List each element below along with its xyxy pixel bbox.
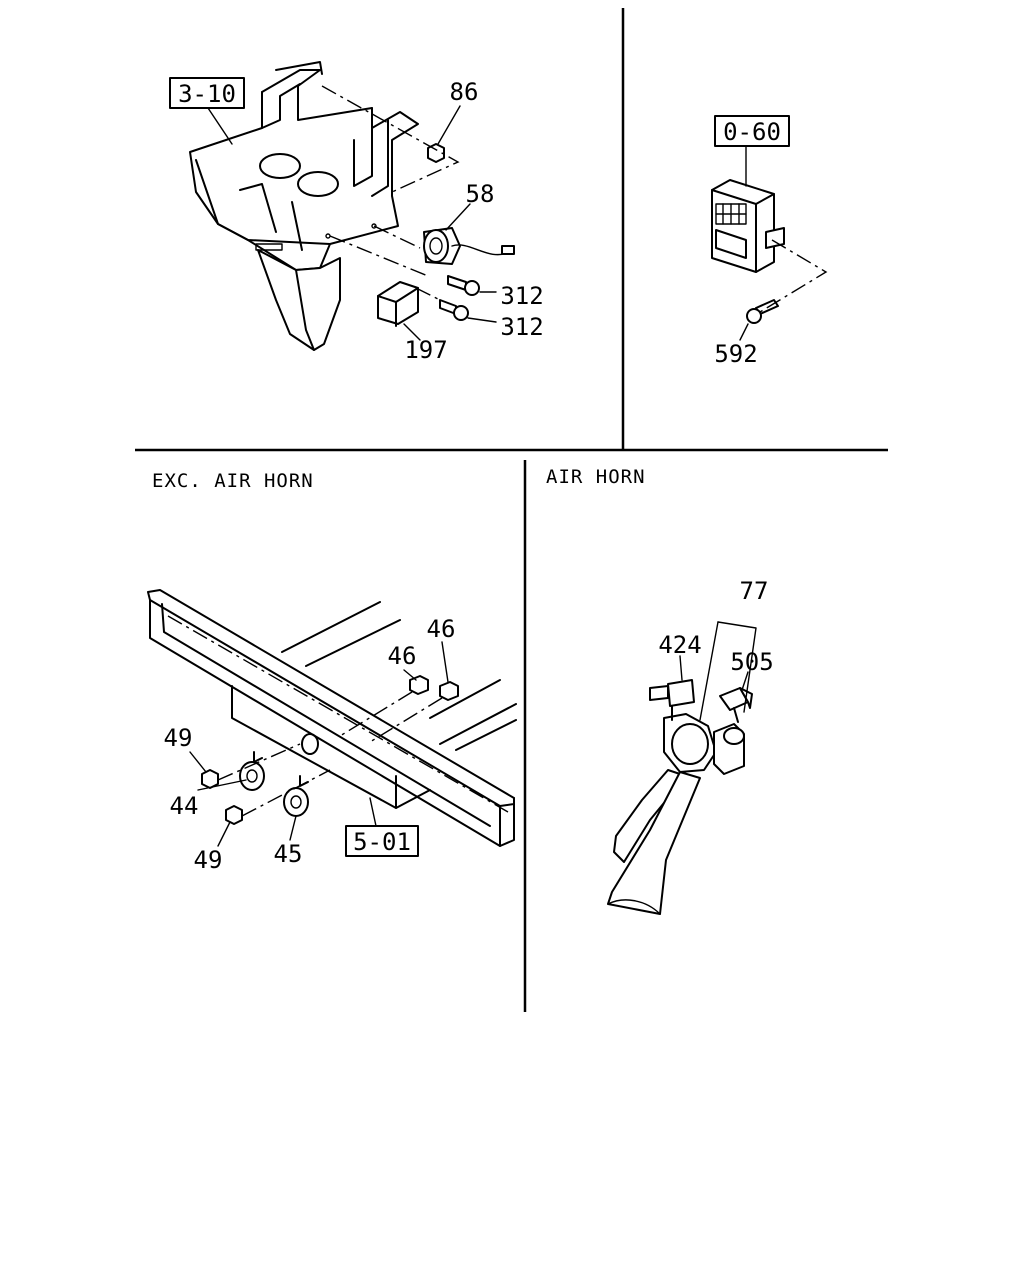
dash-line-0-60 <box>759 239 828 313</box>
relay-197-drawing <box>377 281 419 327</box>
ref-box-0-60 <box>714 115 790 147</box>
ref-box-3-10 <box>169 77 245 109</box>
part-label-77: 77 <box>740 577 769 605</box>
ref-label-5-01: 5-01 <box>353 828 411 856</box>
ref-label-3-10: 3-10 <box>178 80 236 108</box>
part-label-44: 44 <box>170 792 199 820</box>
part-label-86: 86 <box>450 78 479 106</box>
part-label-49-lower: 49 <box>194 846 223 874</box>
dash-line-rail <box>167 615 509 813</box>
part-label-424: 424 <box>658 631 701 659</box>
part-label-58: 58 <box>466 180 495 208</box>
part-label-312-upper: 312 <box>500 282 543 310</box>
part-label-49-upper: 49 <box>164 724 193 752</box>
part-label-505: 505 <box>730 648 773 676</box>
frame-rail-drawing <box>147 589 517 847</box>
bracket-assembly-drawing <box>189 61 419 351</box>
panel-caption-exc-air-horn: EXC. AIR HORN <box>152 470 314 492</box>
ref-box-5-01 <box>345 825 419 857</box>
horn-44-45-drawing <box>201 675 459 825</box>
bolts-top-left <box>427 143 480 321</box>
ref-label-0-60: 0-60 <box>723 118 781 146</box>
horn-58-drawing <box>423 227 515 265</box>
leader-592 <box>739 323 749 341</box>
part-label-312-lower: 312 <box>500 313 543 341</box>
leaders-bottom-left <box>189 641 449 847</box>
leaders-top-left <box>207 105 497 341</box>
control-unit-drawing <box>711 179 785 324</box>
dash-lines-horn-mount <box>217 691 443 817</box>
part-label-197: 197 <box>404 336 447 364</box>
part-label-46-right: 46 <box>427 615 456 643</box>
panel-caption-air-horn: AIR HORN <box>546 466 646 488</box>
part-label-46-left: 46 <box>388 642 417 670</box>
air-horn-77-drawing <box>607 679 753 915</box>
dash-lines-top-left <box>321 85 460 301</box>
panel-dividers <box>135 8 888 1012</box>
part-label-45: 45 <box>274 840 303 868</box>
part-label-592: 592 <box>714 340 757 368</box>
leaders-bottom-right <box>679 621 757 721</box>
